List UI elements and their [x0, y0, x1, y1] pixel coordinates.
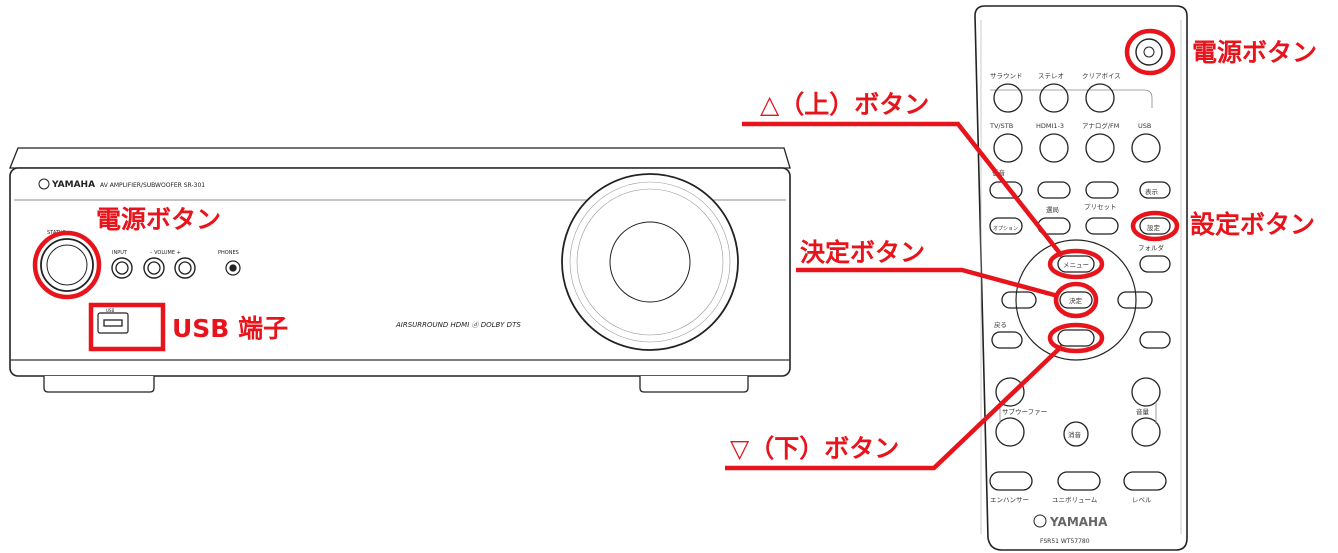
- remote-row1-label-1: ステレオ: [1038, 72, 1064, 80]
- remote-texts: サラウンド ステレオ クリアボイス TV/STB HDMI1-3 アナログ/FM…: [989, 72, 1165, 545]
- remote-mute-label: 消音: [1068, 430, 1082, 439]
- amp-volume-label: – VOLUME +: [150, 250, 181, 256]
- label-up-button: △（上）ボタン: [760, 90, 930, 119]
- remote-model: FSR51 WT57780: [1040, 538, 1090, 545]
- leader-down: [725, 344, 1064, 471]
- highlight-setup: [1130, 210, 1180, 242]
- highlight-down: [1047, 322, 1105, 354]
- remote-volume-label: 音量: [1136, 407, 1150, 416]
- remote-setup-label: 設定: [1147, 223, 1161, 232]
- amp-usb-port-label: USB: [106, 308, 114, 313]
- remote-row2-label-3: USB: [1138, 122, 1151, 130]
- highlight-remote-power: [1124, 28, 1176, 76]
- remote-row2-label-1: HDMI1-3: [1036, 122, 1064, 130]
- amp-input-label: INPUT: [112, 250, 128, 256]
- amp-phones-label: PHONES: [218, 250, 239, 256]
- remote-brand: YAMAHA: [1049, 515, 1108, 529]
- label-amp-power: 電源ボタン: [96, 205, 222, 234]
- remote-row2-label-0: TV/STB: [989, 122, 1013, 130]
- label-usb-terminal: USB 端子: [172, 314, 289, 343]
- amp-logos: AIRSURROUND HDMI ⓓ DOLBY DTS: [395, 321, 521, 329]
- remote-preset-label: プリセット: [1084, 203, 1117, 211]
- label-enter-button: 決定ボタン: [800, 238, 926, 267]
- leader-lines: [725, 121, 1064, 471]
- remote-selection-label: 選局: [1046, 205, 1059, 214]
- remote-row2-label-2: アナログ/FM: [1082, 121, 1119, 130]
- remote-enter-label: 決定: [1069, 296, 1083, 305]
- remote-return-label: 戻る: [994, 320, 1007, 329]
- leader-up: [742, 121, 1064, 258]
- amp-model-text: AV AMPLIFIER/SUBWOOFER SR-301: [100, 182, 205, 189]
- remote-bottom-label-1: ユニボリューム: [1052, 496, 1098, 504]
- label-setup-button: 設定ボタン: [1190, 210, 1316, 239]
- highlight-usb-port: [88, 302, 166, 352]
- label-down-button: ▽（下）ボタン: [730, 434, 900, 463]
- remote-row1-label-0: サラウンド: [990, 72, 1023, 80]
- highlight-up: [1047, 248, 1105, 280]
- remote-row1-label-2: クリアボイス: [1082, 72, 1121, 80]
- remote-bottom-label-0: エンハンサー: [990, 496, 1029, 504]
- annotation-marks: [32, 28, 1180, 354]
- amp-brand: YAMAHA: [51, 180, 95, 190]
- remote-subwoofer-label: サブウーファー: [1002, 407, 1047, 416]
- leader-enter: [796, 267, 1059, 299]
- amplifier-unit: [9, 147, 791, 393]
- remote-folder-label: フォルダ: [1138, 243, 1165, 252]
- remote-menu-label: メニュー: [1063, 261, 1089, 269]
- remote-option-label: オプション: [993, 226, 1018, 232]
- remote-bottom-label-2: レベル: [1132, 496, 1152, 504]
- highlight-amp-power: [32, 230, 102, 300]
- label-remote-power: 電源ボタン: [1192, 38, 1318, 67]
- remote-display-label: 表示: [1145, 187, 1159, 196]
- highlight-enter: [1053, 281, 1099, 319]
